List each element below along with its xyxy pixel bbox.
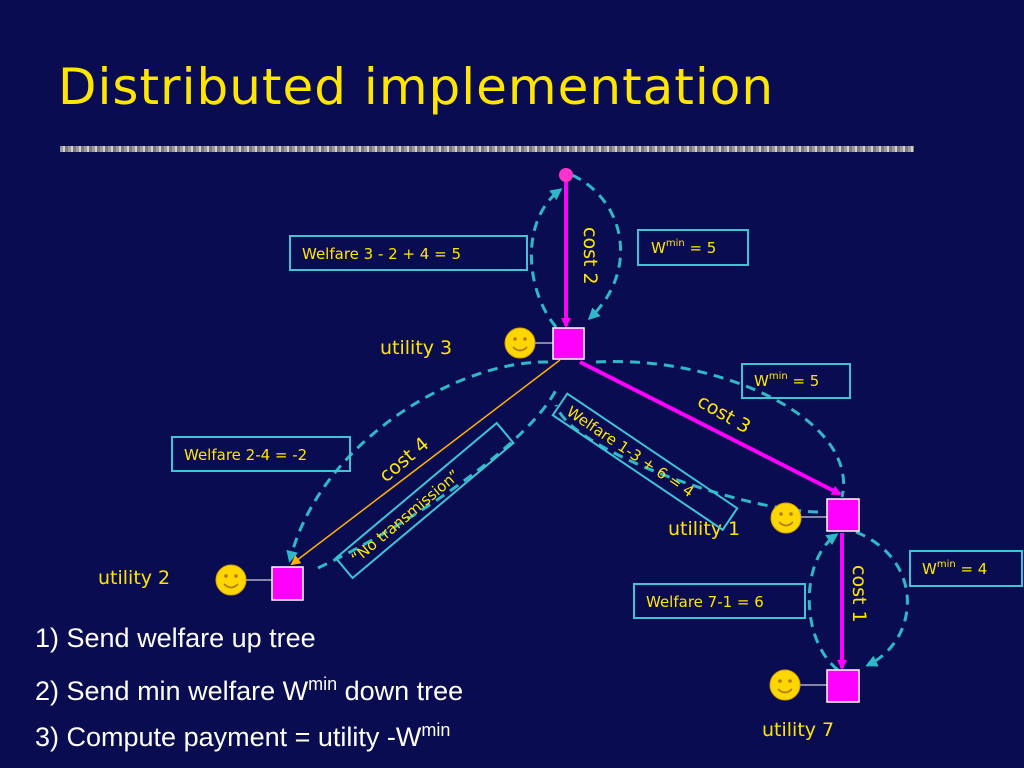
- svg-text:“No transmission”: “No transmission”: [348, 466, 464, 567]
- step-3: 3) Compute payment = utility -Wmin: [35, 720, 451, 752]
- svg-text:Welfare 1-3 + 6 = 4: Welfare 1-3 + 6 = 4: [563, 403, 697, 501]
- root-node: [559, 168, 573, 182]
- svg-text:Wmin = 5: Wmin = 5: [651, 238, 716, 257]
- dashed-arrow-left-lower: [317, 389, 558, 570]
- box-welfare-2-4: Welfare 2-4 = -2: [171, 436, 351, 472]
- edge-3-to-2: [290, 359, 561, 566]
- step-2: 2) Send min welfare Wmin down tree: [35, 674, 464, 706]
- box-wmin-top: Wmin = 5: [637, 229, 749, 266]
- box-welfare-3: Welfare 3 - 2 + 4 = 5: [289, 235, 528, 271]
- smiley-face-icon: [215, 564, 247, 596]
- label-utility-2: utility 2: [98, 567, 170, 589]
- dashed-arrow-left-upper: [286, 360, 549, 563]
- label-utility-7: utility 7: [762, 719, 834, 741]
- box-welfare-7-1: Welfare 7-1 = 6: [633, 583, 806, 619]
- label-cost-1: cost 1: [848, 565, 870, 623]
- dashed-arrow-right-upper: [855, 530, 909, 667]
- label-utility-3: utility 3: [380, 337, 452, 359]
- svg-text:Welfare 3 - 2 + 4 = 5: Welfare 3 - 2 + 4 = 5: [302, 245, 461, 263]
- smiley-face-icon: [504, 327, 536, 359]
- label-cost-2: cost 2: [579, 227, 601, 285]
- box-wmin-right: Wmin = 4: [909, 550, 1023, 587]
- node-utility-7: [826, 669, 860, 703]
- title-divider: [60, 146, 914, 152]
- node-utility-2: [271, 566, 304, 601]
- svg-text:Welfare 7-1 = 6: Welfare 7-1 = 6: [646, 593, 764, 611]
- svg-text:Wmin = 4: Wmin = 4: [922, 559, 987, 578]
- edge-3-to-1: [579, 360, 842, 496]
- smiley-face-icon: [770, 502, 802, 534]
- slide-title: Distributed implementation: [58, 58, 775, 116]
- svg-text:Wmin = 5: Wmin = 5: [754, 371, 819, 390]
- svg-text:Welfare 2-4 = -2: Welfare 2-4 = -2: [184, 446, 307, 464]
- dashed-arrow-right-lower: [807, 533, 839, 672]
- smiley-face-icon: [769, 669, 801, 701]
- box-wmin-mid: Wmin = 5: [741, 363, 851, 399]
- node-utility-3: [552, 327, 585, 360]
- label-utility-1: utility 1: [668, 518, 740, 540]
- dashed-arrow-top-left: [530, 188, 563, 328]
- node-utility-1: [826, 498, 860, 532]
- dashed-arrow-top-right: [571, 173, 623, 321]
- step-1: 1) Send welfare up tree: [35, 623, 316, 653]
